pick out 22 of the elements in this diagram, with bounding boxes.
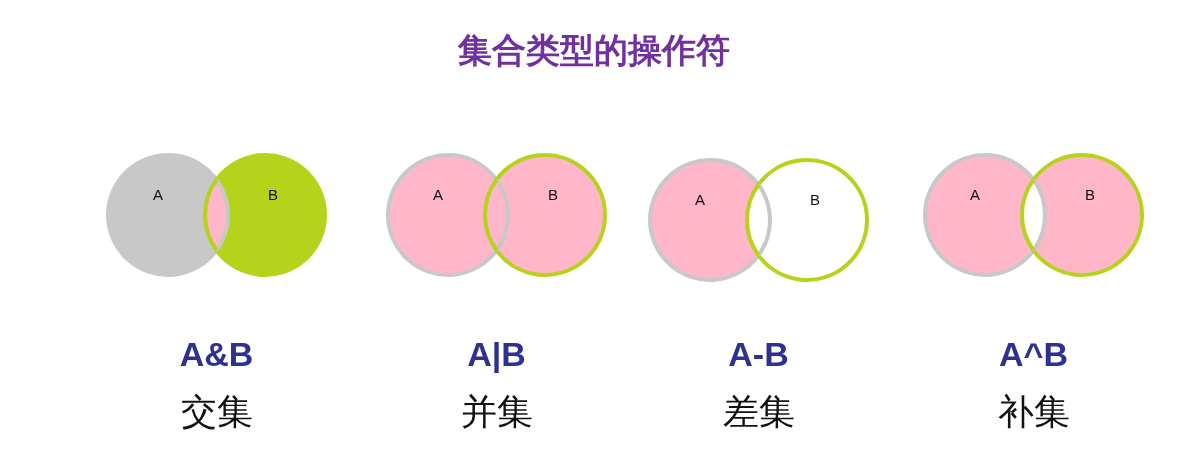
set-circle: [1031, 153, 1144, 277]
set-label: A: [970, 186, 980, 203]
set-label: B: [268, 186, 278, 203]
set-label: B: [810, 191, 820, 208]
set-circle: [923, 153, 1036, 277]
set-label: B: [1085, 186, 1095, 203]
operator-expression: A-B: [727, 335, 790, 374]
set-label: A: [695, 191, 705, 208]
diagram-title: 集合类型的操作符: [457, 29, 731, 72]
operator-expression: A&B: [178, 335, 255, 374]
set-label: A: [153, 186, 163, 203]
operation-name: 补集: [996, 390, 1071, 434]
operation-name: 并集: [459, 390, 534, 434]
set-label: A: [433, 186, 443, 203]
operation-name: 交集: [179, 390, 254, 434]
set-circle: [214, 153, 327, 277]
set-circle: [106, 153, 219, 277]
operator-expression: A|B: [466, 335, 527, 374]
operation-name: 差集: [721, 390, 796, 434]
set-circle: [648, 158, 761, 282]
operator-expression: A^B: [998, 335, 1069, 374]
set-label: B: [548, 186, 558, 203]
